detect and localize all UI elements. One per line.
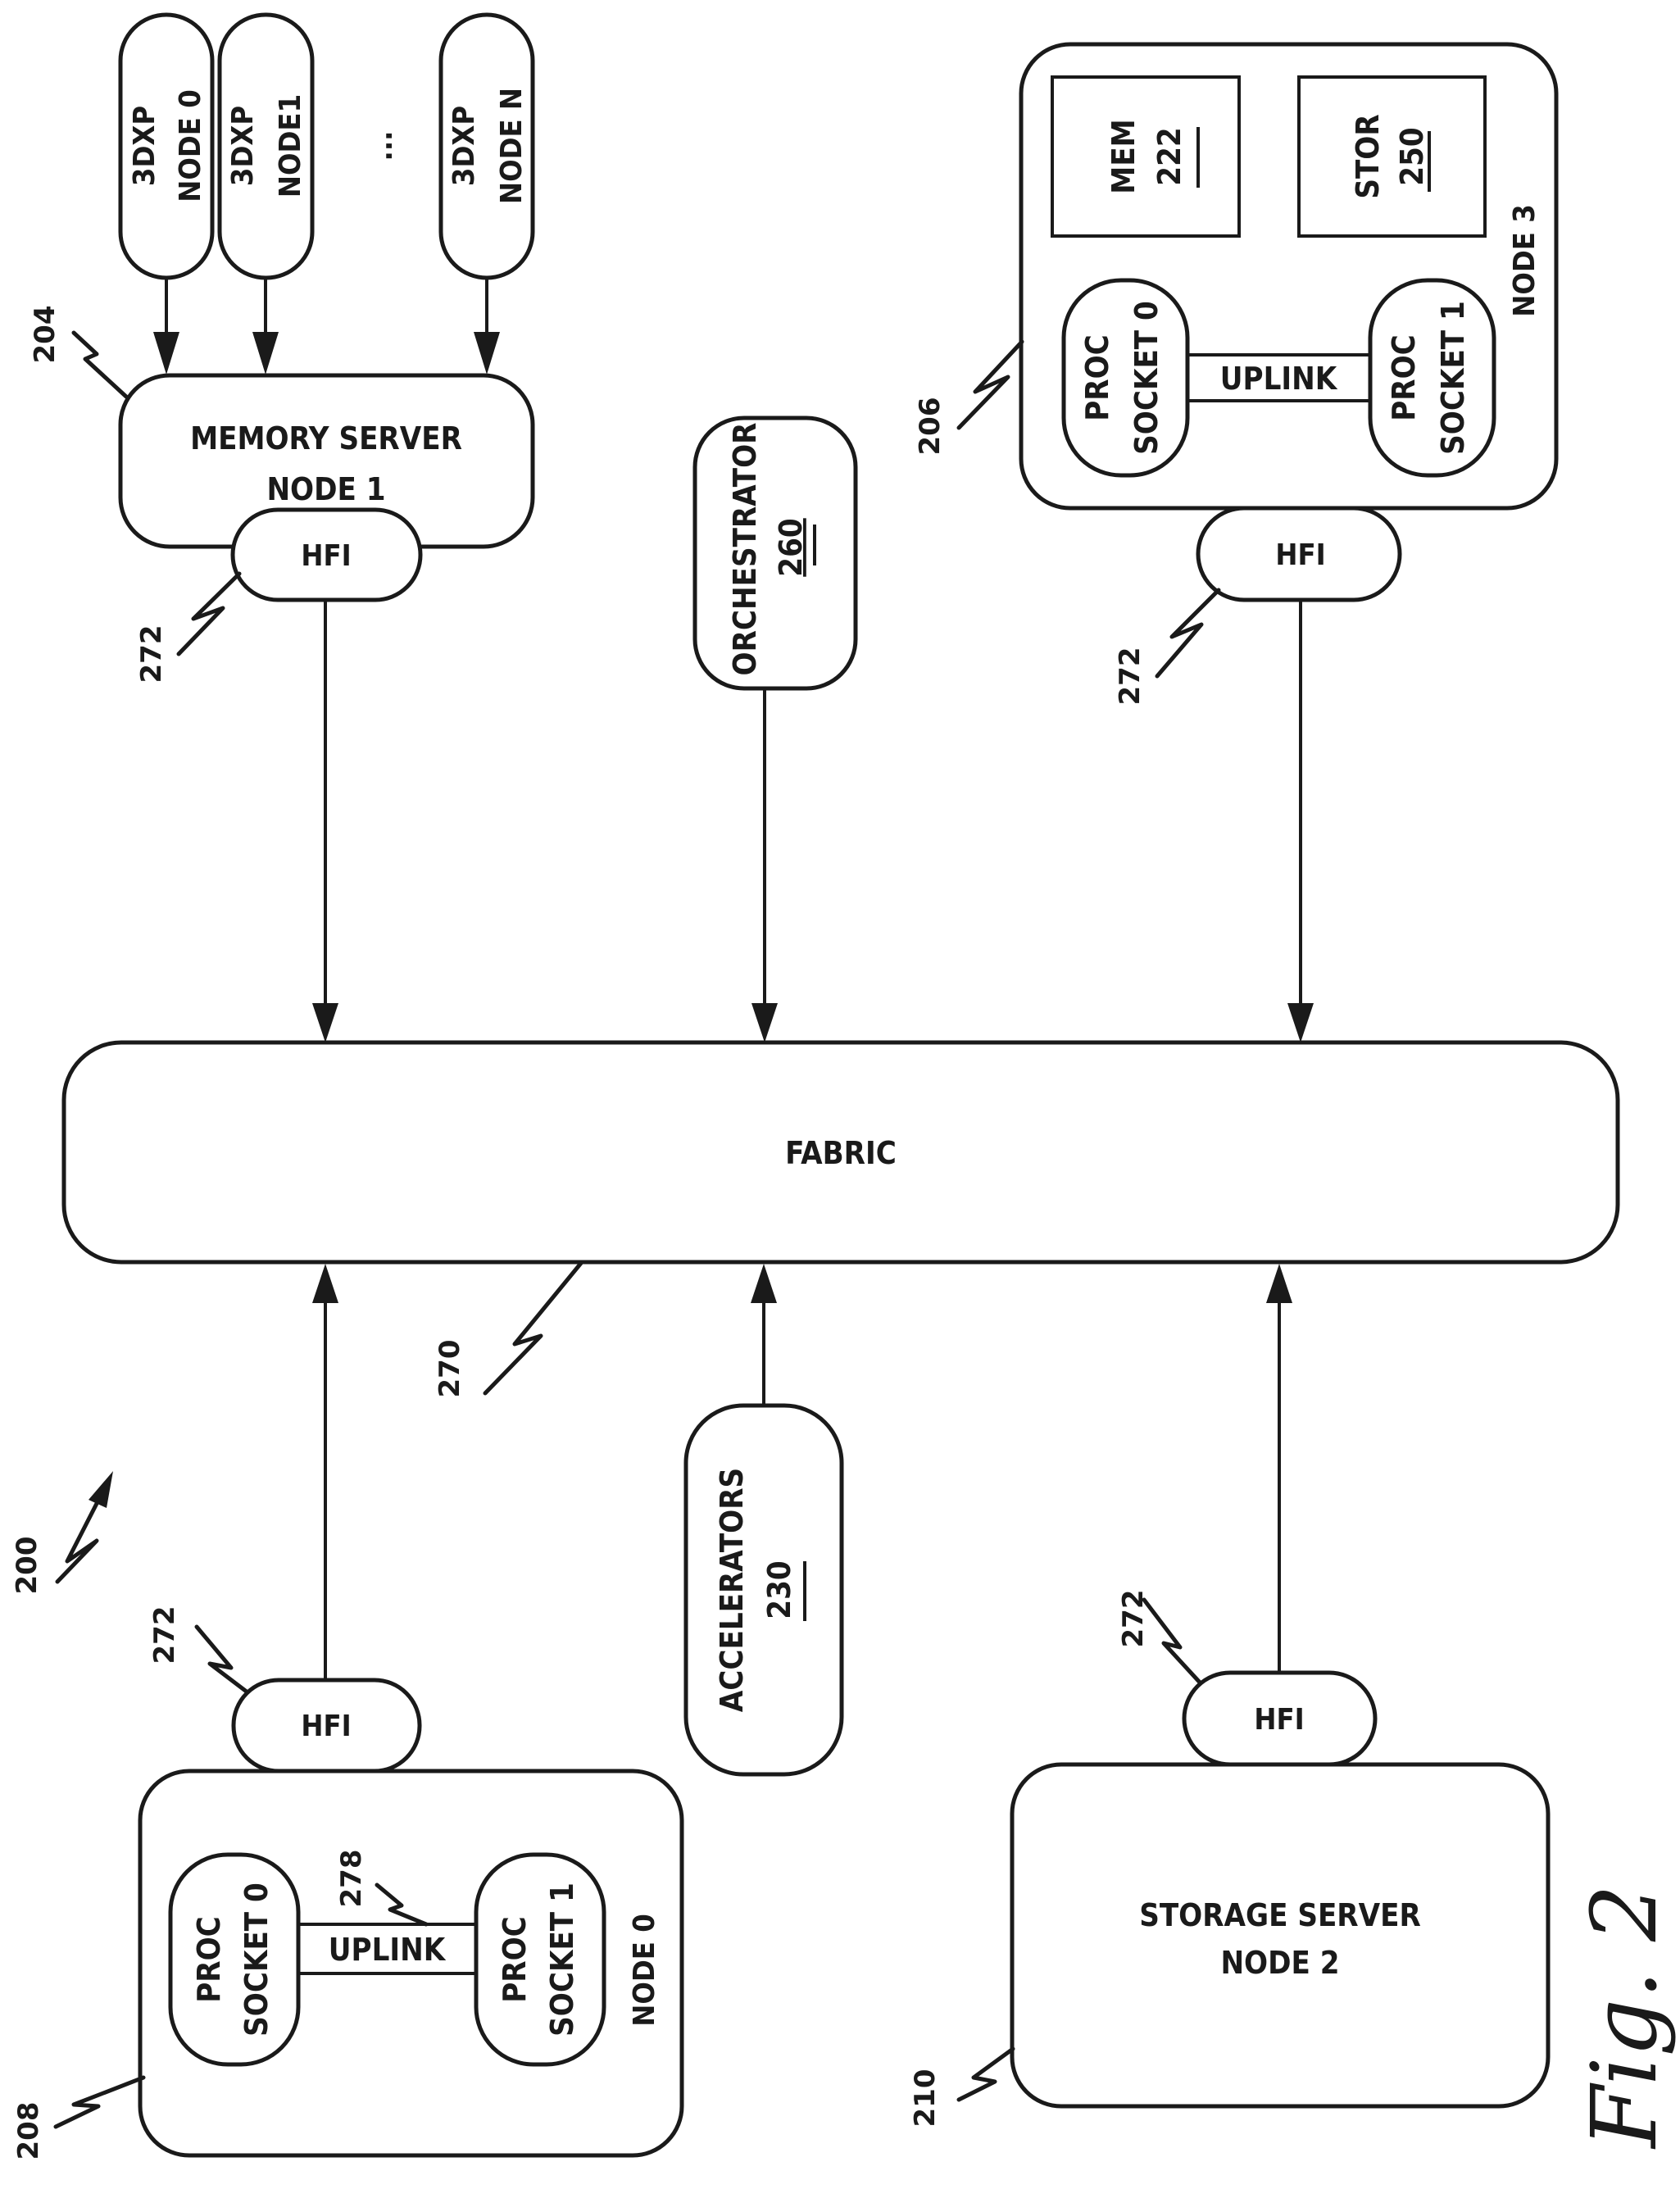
memory-server-hfi-label: HFI xyxy=(301,539,351,573)
node-0-hfi-arrowhead xyxy=(312,1264,338,1303)
storage-server-group: 272 HFI STORAGE SERVER NODE 2 210 xyxy=(909,1264,1548,2127)
memory-server-hfi[interactable]: HFI xyxy=(233,510,420,600)
node-0-uplink-label: UPLINK xyxy=(329,1932,447,1968)
node-3-stor[interactable]: STOR 250 xyxy=(1299,77,1485,236)
storage-hfi-arrowhead xyxy=(1266,1264,1292,1303)
node-3-label: NODE 3 xyxy=(1508,204,1542,316)
node-0-proc-socket-1[interactable]: PROC SOCKET 1 xyxy=(476,1855,604,2064)
node-3-proc-socket-0[interactable]: PROC SOCKET 0 xyxy=(1064,280,1187,475)
ref-272-node-0-hfi-leader xyxy=(197,1627,251,1695)
accelerators-arrowhead xyxy=(751,1264,777,1303)
fabric[interactable]: FABRIC xyxy=(64,1042,1618,1262)
ref-200: 200 xyxy=(11,1537,43,1595)
node-3-group: MEM 222 STOR 250 PROC SOCKET 0 UPLINK PR… xyxy=(914,44,1556,1042)
node-3-mem-label: MEM xyxy=(1106,119,1142,193)
node-0-socket-1-line1: PROC xyxy=(497,1916,533,2003)
storage-server-line2: NODE 2 xyxy=(1220,1945,1339,1981)
ref-272-node-0-hfi: 272 xyxy=(148,1606,181,1664)
storage-server-node[interactable]: STORAGE SERVER NODE 2 xyxy=(1012,1764,1548,2106)
ref-210: 210 xyxy=(909,2069,942,2128)
3dxp-node-0[interactable]: 3DXP NODE 0 xyxy=(120,15,212,278)
node-0-label: NODE 0 xyxy=(628,1914,661,2026)
3dxp-ellipsis: ... xyxy=(366,131,399,161)
ref-270-leader xyxy=(485,1262,582,1393)
node-0-group: 272 HFI PROC SOCKET 0 UPLINK PROC SOCKET… xyxy=(12,1264,682,2159)
node-0-socket-1-line2: SOCKET 1 xyxy=(544,1882,580,2037)
node-3-hfi-label: HFI xyxy=(1275,538,1325,572)
node-3-proc-socket-1[interactable]: PROC SOCKET 1 xyxy=(1370,280,1494,475)
ref-204-leader xyxy=(74,333,126,397)
memory-server-line2: NODE 1 xyxy=(266,471,385,507)
ref-200-arrowhead xyxy=(89,1471,113,1508)
fabric-label: FABRIC xyxy=(785,1135,897,1171)
node-0-socket-0-line1: PROC xyxy=(191,1916,227,2003)
accelerators-node[interactable]: ACCELERATORS 230 xyxy=(686,1406,842,1774)
node-3-socket-0-line1: PROC xyxy=(1079,334,1115,421)
3dxp-node-n-line2: NODE N xyxy=(495,88,529,204)
accelerators-label: ACCELERATORS xyxy=(714,1468,750,1712)
node-3-socket-0-line2: SOCKET 0 xyxy=(1128,301,1165,455)
ref-272-node-3-hfi-leader xyxy=(1157,590,1219,676)
ref-272-storage-hfi-leader xyxy=(1144,1600,1201,1684)
3dxp-node-n[interactable]: 3DXP NODE N xyxy=(441,15,533,278)
node-0-socket-0-line2: SOCKET 0 xyxy=(238,1882,275,2037)
node-3-mem-ref: 222 xyxy=(1151,127,1187,185)
3dxp-node-n-line1: 3DXP xyxy=(447,106,481,186)
memory-server-group: 3DXP NODE 0 3DXP NODE1 ... 3DXP NODE N M… xyxy=(29,15,533,1042)
node-3-hfi-arrowhead xyxy=(1287,1003,1314,1042)
node-3-mem[interactable]: MEM 222 xyxy=(1052,77,1239,236)
3dxp-node-0-line1: 3DXP xyxy=(128,106,161,186)
node-3-socket-1-line2: SOCKET 1 xyxy=(1435,301,1471,455)
ref-278: 278 xyxy=(335,1850,368,1908)
ref-206-leader xyxy=(959,342,1022,428)
ref-210-leader xyxy=(959,2049,1013,2100)
dimm-arrows xyxy=(153,278,500,375)
ref-208-leader xyxy=(56,2078,143,2127)
node-0-hfi-label: HFI xyxy=(301,1710,351,1743)
3dxp-node-1-line2: NODE1 xyxy=(274,94,307,198)
3dxp-node-1[interactable]: 3DXP NODE1 xyxy=(220,15,312,278)
node-3-uplink-label: UPLINK xyxy=(1220,361,1338,397)
accelerators-ref: 230 xyxy=(761,1560,797,1619)
ref-206: 206 xyxy=(914,397,947,456)
ref-272-node-3-hfi: 272 xyxy=(1114,647,1146,706)
ref-208: 208 xyxy=(12,2102,45,2160)
orchestrator-label: ORCHESTRATOR xyxy=(727,423,763,676)
node-3-stor-label: STOR xyxy=(1350,114,1386,198)
ref-204: 204 xyxy=(29,306,61,364)
ref-270: 270 xyxy=(434,1340,466,1398)
ref-272-memory-hfi: 272 xyxy=(135,625,168,683)
3dxp-node-0-line2: NODE 0 xyxy=(174,89,207,202)
figure-label: Fig. 2 xyxy=(1572,1884,1677,2150)
orchestrator-arrowhead xyxy=(751,1003,778,1042)
orchestrator-ref: 260 xyxy=(773,518,809,576)
ref-272-memory-hfi-leader xyxy=(179,574,239,654)
memory-hfi-arrowhead xyxy=(312,1003,338,1042)
3dxp-node-1-line1: 3DXP xyxy=(226,106,260,186)
node-3-socket-1-line1: PROC xyxy=(1386,334,1422,421)
node-0-hfi[interactable]: HFI xyxy=(234,1680,420,1771)
node-0-proc-socket-0[interactable]: PROC SOCKET 0 xyxy=(170,1855,298,2064)
orchestrator-node[interactable]: ORCHESTRATOR 260 xyxy=(695,418,856,688)
storage-server-line1: STORAGE SERVER xyxy=(1139,1897,1421,1933)
memory-server-line1: MEMORY SERVER xyxy=(190,420,462,456)
storage-server-hfi-label: HFI xyxy=(1254,1703,1304,1737)
node-3-stor-ref: 250 xyxy=(1394,127,1430,185)
storage-server-hfi[interactable]: HFI xyxy=(1184,1673,1375,1764)
node-3-hfi[interactable]: HFI xyxy=(1198,508,1400,600)
